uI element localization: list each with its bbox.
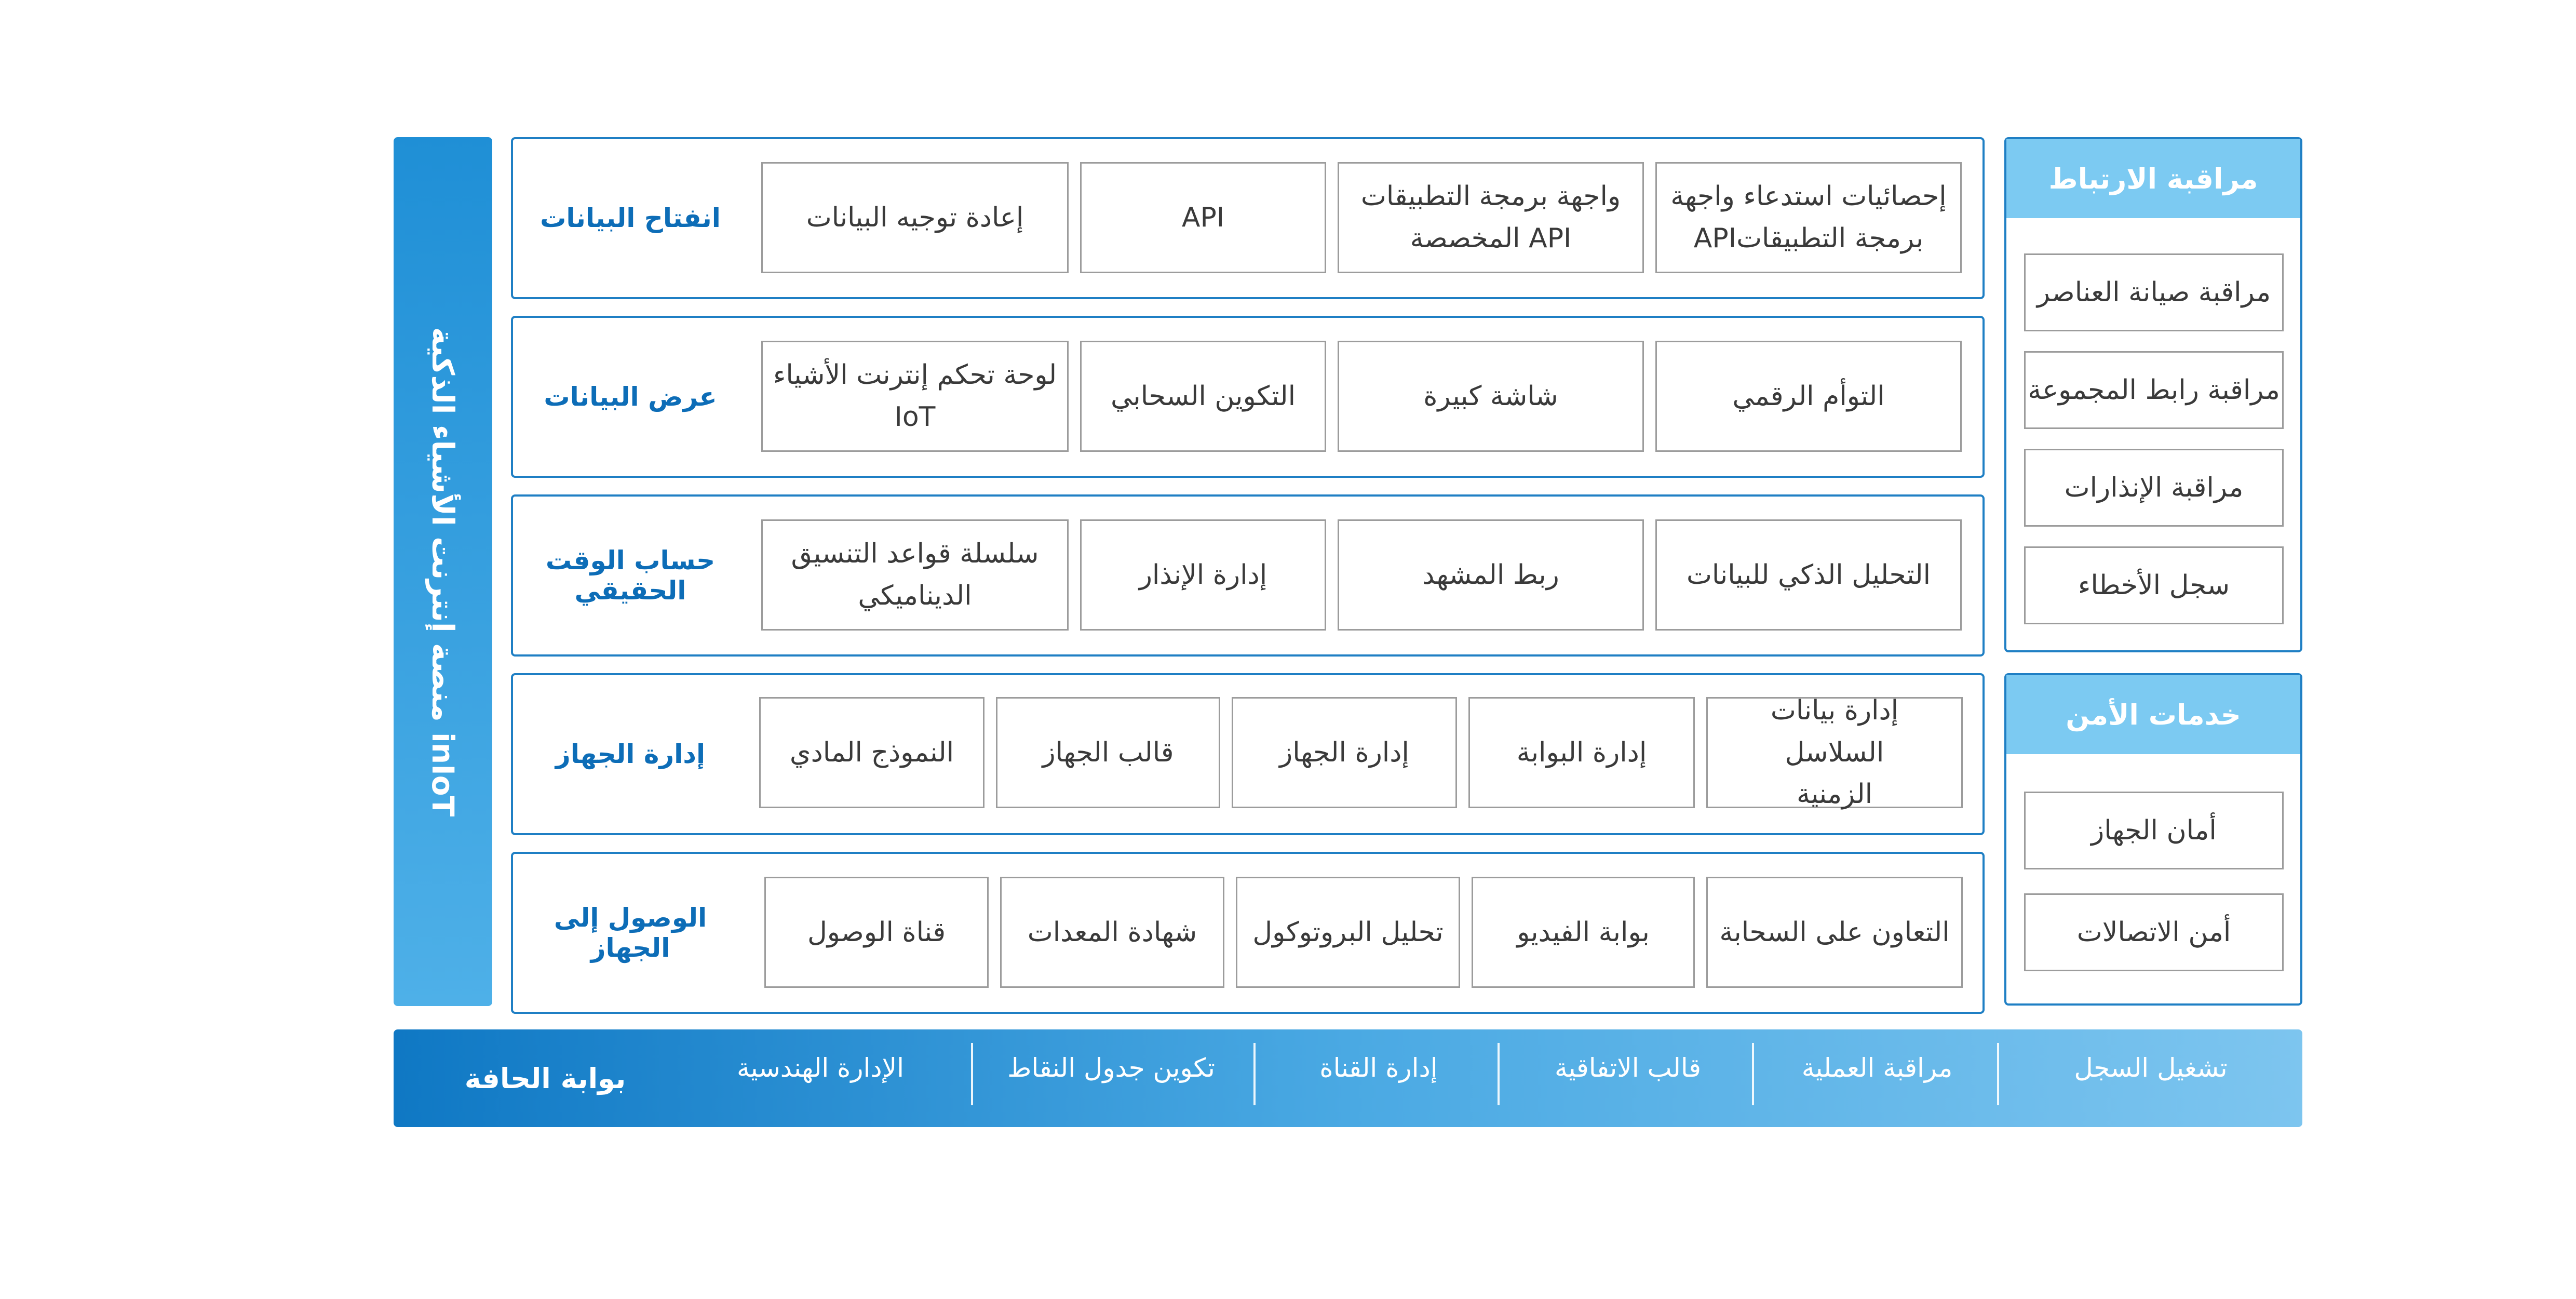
platform-bar [394, 137, 492, 1006]
cell-gateway-management[interactable]: إدارة البوابة [1468, 697, 1695, 808]
item-cluster-link-monitoring[interactable]: مراقبة رابط المجموعة [2024, 351, 2284, 429]
cell-alarm-management[interactable]: إدارة الإنذار [1080, 519, 1326, 631]
panel-header-link-monitoring: مراقبة الارتباط [2006, 139, 2300, 218]
platform-label: منصة إنترنت الأشياء الذكية inIoT [425, 327, 461, 816]
platform-label-wrapper: منصة إنترنت الأشياء الذكية inIoT [394, 137, 492, 1006]
item-device-security[interactable]: أمان الجهاز [2024, 792, 2284, 869]
edge-separator [1752, 1043, 1754, 1105]
edge-item-process-monitoring[interactable]: مراقبة العملية [1801, 1053, 1953, 1083]
layer-title-realtime-computation: حساب الوقت الحقيقي [545, 545, 716, 606]
cell-access-channel[interactable]: قناة الوصول [764, 877, 989, 988]
layer-title-device-access: الوصول إلى الجهاز [554, 903, 707, 963]
layer-title-data-openness: انفتاح البيانات [540, 203, 721, 233]
edge-gateway-bar [394, 1029, 2302, 1127]
layer-title-data-display: عرض البيانات [544, 382, 717, 412]
cell-device-template[interactable]: قالب الجهاز [996, 697, 1220, 808]
edge-item-engineering-management[interactable]: الإدارة الهندسية [736, 1053, 905, 1083]
cell-big-screen[interactable]: شاشة كبيرة [1338, 341, 1644, 452]
edge-separator [971, 1043, 973, 1105]
cell-device-management[interactable]: إدارة الجهاز [1232, 697, 1457, 808]
edge-gateway-title: بوابة الحافة [464, 1062, 626, 1095]
cell-cloud-configuration[interactable]: التكوين السحابي [1080, 341, 1326, 452]
edge-separator [1253, 1043, 1256, 1105]
item-error-log[interactable]: سجل الأخطاء [2024, 546, 2284, 624]
cell-smart-data-analysis[interactable]: التحليل الذكي للبيانات [1655, 519, 1962, 631]
item-element-maintenance-monitoring[interactable]: مراقبة صيانة العناصر [2024, 253, 2284, 331]
cell-cloud-collaboration[interactable]: التعاون على السحابة [1706, 877, 1963, 988]
cell-digital-twin[interactable]: التوأم الرقمي [1655, 341, 1962, 452]
item-communication-security[interactable]: أمن الاتصالات [2024, 893, 2284, 971]
edge-item-protocol-template[interactable]: قالب الاتفاقية [1555, 1053, 1702, 1083]
edge-separator [1997, 1043, 1999, 1105]
edge-item-channel-management[interactable]: إدارة القناة [1319, 1053, 1438, 1083]
edge-separator [1498, 1043, 1500, 1105]
cell-api[interactable]: API [1080, 162, 1326, 273]
edge-item-point-table-configuration[interactable]: تكوين جدول النقاط [1007, 1053, 1215, 1083]
item-alarm-monitoring[interactable]: مراقبة الإنذارات [2024, 449, 2284, 527]
layer-title-device-management: إدارة الجهاز [555, 739, 706, 769]
panel-header-security-services: خدمات الأمن [2006, 675, 2300, 754]
cell-protocol-analysis[interactable]: تحليل البروتوكول [1236, 877, 1460, 988]
cell-physical-model[interactable]: النموذج المادي [759, 697, 984, 808]
cell-video-gateway[interactable]: بوابة الفيديو [1472, 877, 1695, 988]
cell-equipment-certificate[interactable]: شهادة المعدات [1000, 877, 1224, 988]
cell-scene-linkage[interactable]: ربط المشهد [1338, 519, 1644, 631]
edge-item-log-operation[interactable]: تشغيل السجل [2074, 1053, 2228, 1083]
cell-data-forwarding[interactable]: إعادة توجيه البيانات [761, 162, 1069, 273]
